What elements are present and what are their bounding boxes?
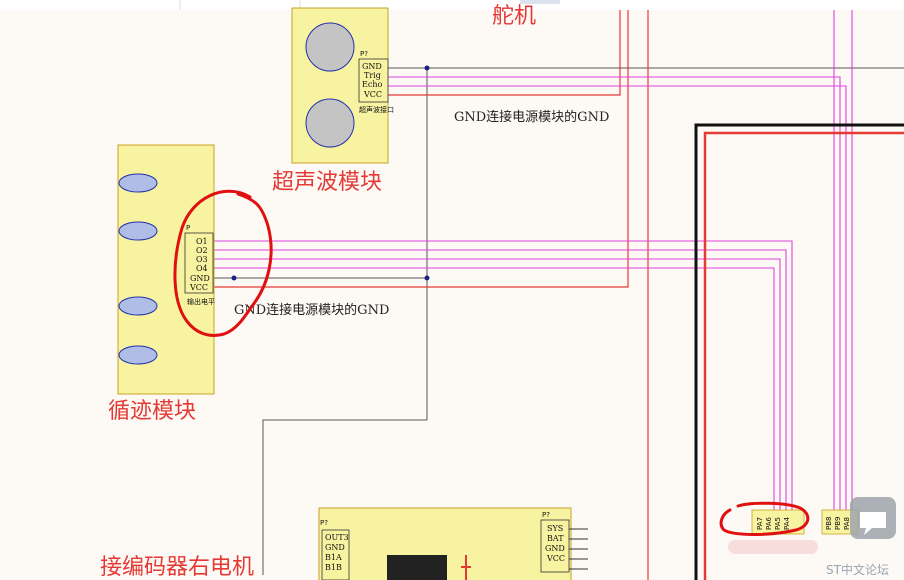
mcu-header[interactable]: PA7 PA6 PA5 PA4 PB8 PB9 PA8 [751,509,859,535]
tracking-module[interactable]: P O1 O2 O3 O4 GND VCC 输出电平 [117,144,215,395]
ultrasonic-module[interactable]: P? GND Trig Echo VCC 超声波接口 [291,7,394,164]
driver-chip [387,555,447,580]
tracking-connector-caption: 输出电平 [187,297,215,306]
annotation-circle [719,501,810,536]
gnd-note: GND连接电源模块的GND [234,302,389,318]
blurred-username [728,540,818,554]
comment-icon[interactable] [850,497,896,539]
mcu-pin-label: PA5 [774,517,782,530]
encoder-pin-label: OUT3 [325,533,349,542]
ultrasonic-pin-label: GND [362,62,382,71]
encoder-pin-label: B1A [325,553,342,562]
mcu-pin-label: PA7 [756,517,764,530]
tracking-pin-label: O3 [196,255,208,264]
junction-dot [231,275,237,281]
ultrasonic-transducer-icon [305,98,355,148]
tracking-pin-label: O2 [196,246,208,255]
encoder-pin-label: B1B [325,563,342,572]
mcu-pin-label: PA8 [843,517,851,530]
tracking-pin-label: O4 [196,264,208,273]
encoder-pin-label: SYS [547,524,563,533]
watermark: ST中文论坛 [826,562,889,577]
encoder-pin-label: BAT [547,534,564,543]
ultrasonic-pin-label: VCC [363,90,382,99]
mcu-pin-label: PB8 [825,517,833,530]
ultrasonic-pin-label: Echo [362,80,382,89]
encoder-connector-right [540,519,570,573]
ir-sensor-icon [118,345,158,365]
red-wires [213,10,649,580]
servo-title: 舵机 [492,4,536,29]
encoder-connector-left [321,529,350,580]
top-edge-strip [0,0,904,10]
grey-wires [213,67,904,575]
mcu-pin-label: PA6 [765,516,773,530]
junction-dot [424,65,430,71]
scroll-thumb[interactable] [520,0,560,4]
encoder-pin-label: GND [325,543,345,552]
tracking-pin-label: VCC [189,283,208,292]
tracking-pin-label: GND [190,274,210,283]
ir-sensor-icon [118,173,158,193]
encoder-motor-title: 接编码器右电机 [100,555,254,580]
tracking-pin-label: O1 [196,237,208,246]
motor-driver-module[interactable]: P? OUT3 GND B1A B1B P? SYS BAT GND VCC [318,507,588,580]
tracking-ref: P [186,224,190,232]
tracking-title: 循迹模块 [108,399,196,424]
encoder-pin-label: GND [545,544,565,553]
ultrasonic-title: 超声波模块 [272,170,382,195]
annotation-circle [173,189,273,337]
ir-sensor-icon [118,296,158,316]
encoder-right-ref: P? [542,511,550,519]
gnd-note: GND连接电源模块的GND [454,109,609,125]
junction-dot [424,275,430,281]
magenta-wires [213,10,853,510]
mcu-board-outline [694,123,904,580]
ultrasonic-connector [358,58,389,103]
mcu-board-power-rail [703,131,904,580]
tracking-connector [184,232,214,294]
ultrasonic-ref: P? [360,50,368,58]
mcu-pin-label: PB9 [834,517,842,530]
ultrasonic-connector-caption: 超声波接口 [359,105,394,114]
ultrasonic-transducer-icon [305,22,355,72]
mcu-pin-label: PA4 [783,516,791,530]
encoder-left-ref: P? [320,519,328,527]
encoder-pin-leads [569,528,588,570]
ultrasonic-pin-label: Trig [364,71,381,80]
encoder-pin-label: VCC [546,554,565,563]
ir-sensor-icon [118,221,158,241]
